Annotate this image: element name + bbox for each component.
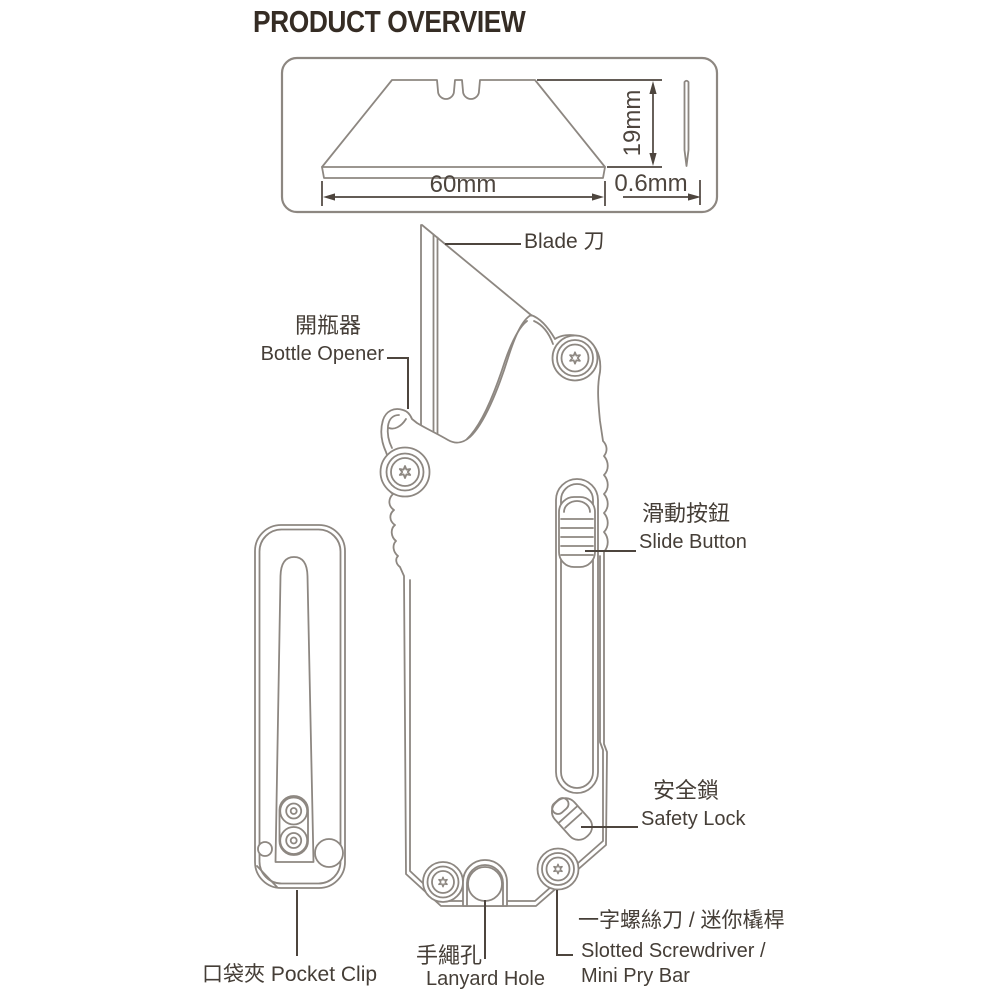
label-slide-button-en: Slide Button: [639, 531, 747, 553]
blade-spec-diagram: [280, 56, 719, 214]
torx-screw-bottom-right: [541, 852, 575, 886]
blade-side-profile: [683, 79, 690, 167]
label-safety-lock-en: Safety Lock: [641, 808, 746, 830]
label-lanyard-hole-zh: 手繩孔: [415, 943, 482, 968]
label-bottle-opener-zh: 開瓶器: [294, 313, 361, 338]
label-screwdriver-en2: Mini Pry Bar: [581, 965, 690, 987]
torx-screw-upper: [551, 334, 599, 382]
blade-front-outline: [321, 79, 606, 168]
clip-arm: [274, 556, 315, 863]
clip-screw-top: [279, 796, 309, 826]
leader-screwdriver: [556, 890, 573, 956]
label-blade: Blade 刀: [524, 230, 605, 253]
page-title: PRODUCT OVERVIEW: [253, 4, 526, 39]
label-screwdriver-en1: Slotted Screwdriver /: [581, 940, 766, 962]
utility-knife-diagram: [379, 224, 609, 907]
slide-button: [558, 496, 596, 568]
label-slide-button-zh: 滑動按鈕: [642, 501, 731, 526]
spec-box-border: [280, 56, 719, 214]
label-bottle-opener-en: Bottle Opener: [260, 343, 384, 365]
label-screwdriver-zh: 一字螺絲刀 / 迷你橇桿: [578, 909, 785, 932]
torx-screw-left: [379, 446, 431, 498]
knife-handle-outline: [380, 314, 609, 907]
dim-width-label: 60mm: [429, 171, 497, 198]
label-lanyard-hole-en: Lanyard Hole: [426, 968, 545, 990]
torx-screw-bottom-left: [426, 865, 460, 899]
blade-edge-bevel: [321, 166, 606, 179]
blade: [420, 224, 532, 445]
dimension-0-6mm: [623, 180, 701, 205]
pocket-clip-diagram: [254, 524, 346, 889]
dim-thickness-label: 0.6mm: [614, 170, 688, 197]
clip-screw-bottom: [279, 826, 309, 855]
dim-height-label: 19mm: [619, 89, 646, 157]
safety-lock: [550, 797, 594, 841]
dimension-60mm: [321, 181, 606, 206]
label-safety-lock-zh: 安全鎖: [653, 778, 720, 803]
label-pocket-clip: 口袋夾 Pocket Clip: [202, 963, 378, 986]
dimension-19mm: [537, 79, 662, 168]
leader-bottle-opener: [387, 357, 409, 409]
leader-lines: [296, 243, 638, 959]
